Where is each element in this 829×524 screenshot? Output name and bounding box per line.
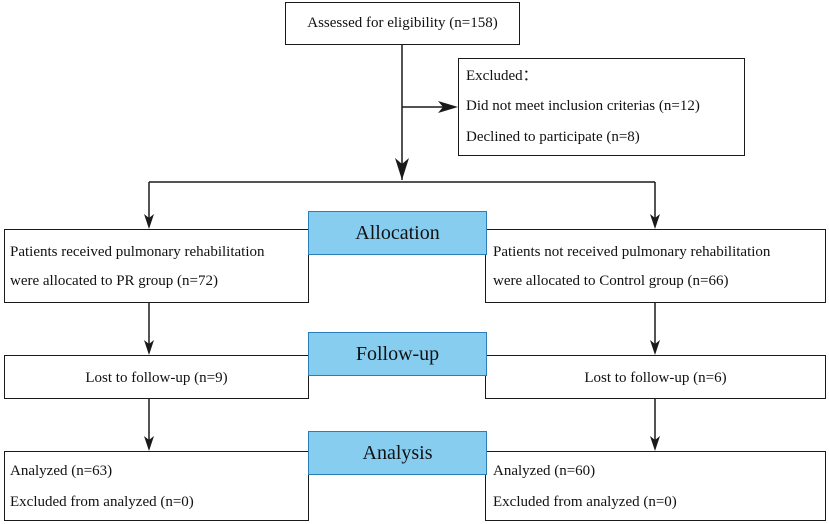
screening-box: Assessed for eligibility (n=158) [285,2,520,45]
exclusion-box: Excluded： Did not meet inclusion criteri… [458,58,745,156]
pr-allocation-line-1: Patients received pulmonary rehabilitati… [10,244,265,260]
right-allocation-arrowhead [650,214,660,229]
right-followup-arrowhead [650,340,660,355]
control-followup-box: Lost to follow-up (n=6) [485,355,826,399]
control-followup-text: Lost to follow-up (n=6) [584,370,727,386]
pr-followup-text: Lost to follow-up (n=9) [85,370,228,386]
pr-allocation-line-2: were allocated to PR group (n=72) [10,273,218,289]
pr-analyzed-text: Analyzed (n=63) [10,463,113,479]
pr-analysis-box: Analyzed (n=63) Excluded from analyzed (… [4,451,309,521]
pr-allocation-box: Patients received pulmonary rehabilitati… [4,229,309,303]
exclusion-item-declined: Declined to participate (n=8) [466,129,640,145]
analysis-stage-label: Analysis [308,431,487,475]
exclusion-item-criteria: Did not meet inclusion criterias (n=12) [466,98,700,114]
control-excluded-text: Excluded from analyzed (n=0) [493,494,677,510]
left-analysis-arrowhead [144,436,154,451]
control-analysis-box: Analyzed (n=60) Excluded from analyzed (… [485,451,826,521]
control-allocation-line-2: were allocated to Control group (n=66) [493,273,729,289]
exclusion-title: Excluded： [466,68,538,84]
left-followup-arrowhead [144,340,154,355]
control-analyzed-text: Analyzed (n=60) [493,463,596,479]
followup-stage-label: Follow-up [308,332,487,376]
control-allocation-box: Patients not received pulmonary rehabili… [485,229,826,303]
pr-excluded-text: Excluded from analyzed (n=0) [10,494,194,510]
left-allocation-arrowhead [144,214,154,229]
pr-followup-box: Lost to follow-up (n=9) [4,355,309,399]
screening-text: Assessed for eligibility (n=158) [307,15,498,31]
control-allocation-line-1: Patients not received pulmonary rehabili… [493,244,771,260]
trunk-arrowhead [395,158,409,180]
exclusion-arrowhead [438,101,458,113]
allocation-stage-label: Allocation [308,211,487,255]
right-analysis-arrowhead [650,436,660,451]
